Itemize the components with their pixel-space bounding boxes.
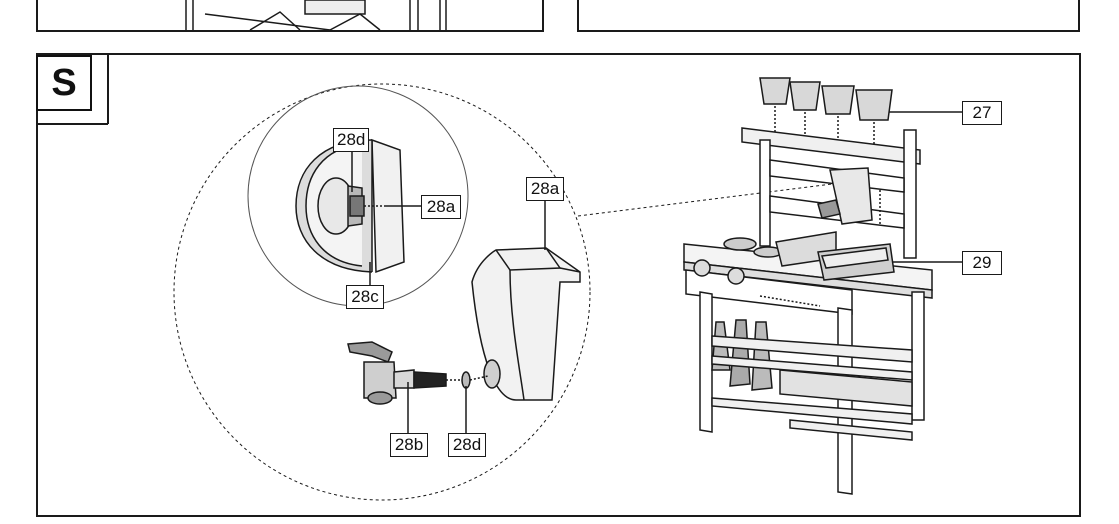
previous-step-frame-left: [36, 0, 544, 32]
tap-assembly: [347, 341, 489, 405]
step-letter-s: S: [36, 55, 92, 111]
previous-step-frame-right: [577, 0, 1080, 32]
water-tank: [471, 247, 581, 401]
label-28a-inset: 28a: [421, 195, 461, 219]
label-28d-ring: 28d: [448, 433, 486, 457]
label-27: 27: [962, 101, 1002, 125]
label-29: 29: [962, 251, 1002, 275]
inset-tank-section: [295, 138, 405, 274]
label-28c: 28c: [346, 285, 384, 309]
mud-kitchen: [683, 77, 933, 495]
label-28a-tank: 28a: [526, 177, 564, 201]
previous-step-drawing: [185, 0, 447, 31]
label-28b: 28b: [390, 433, 428, 457]
label-28d-inset: 28d: [333, 128, 369, 152]
